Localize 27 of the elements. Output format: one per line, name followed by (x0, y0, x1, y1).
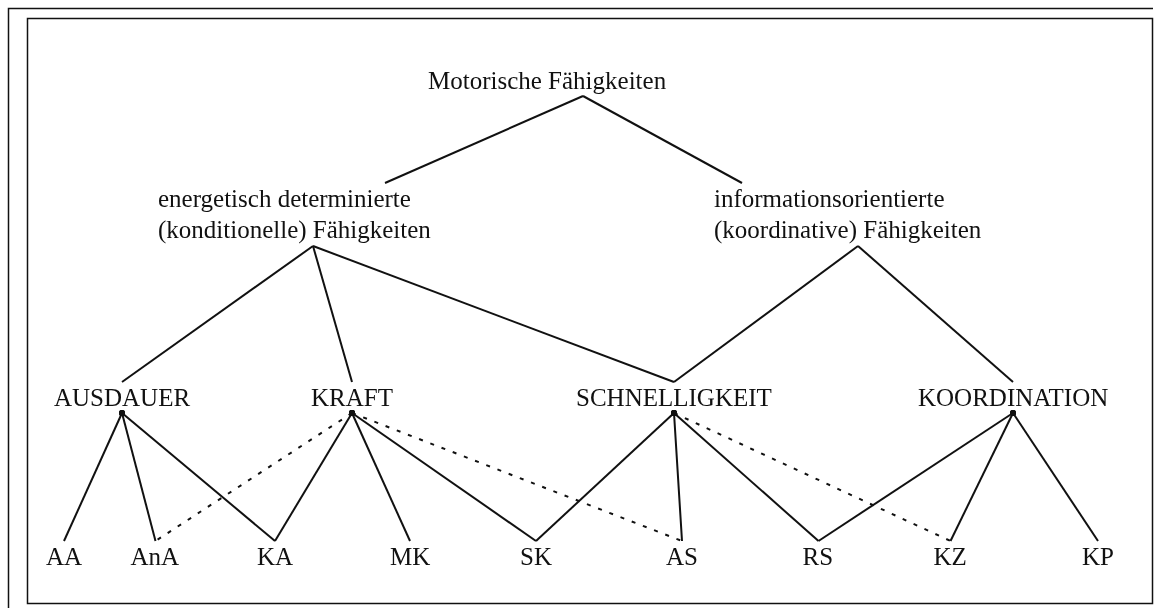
connector-line (673, 245, 859, 383)
connector-line (312, 245, 675, 383)
node-label: KOORDINATION (918, 382, 1109, 414)
connector-line (1010, 410, 1099, 542)
node-label: MK (390, 541, 431, 573)
node-label: Motorische Fähigkeiten (428, 65, 667, 97)
node-label: AnA (130, 541, 180, 573)
connector-line (857, 245, 1014, 383)
connector-line (384, 95, 584, 184)
node-label: AS (666, 541, 698, 573)
node-label: informationsorientierte (koordinative) Fähigkeiten (714, 183, 1024, 246)
connector-line (582, 95, 743, 184)
node-label: RS (802, 541, 834, 573)
node-label: energetisch determinierte (konditionelle) Fähigkeiten (158, 183, 468, 246)
connector-line (121, 245, 314, 383)
node-label: KA (257, 541, 294, 573)
connector-line (312, 245, 353, 383)
node-label: SCHNELLIGKEIT (576, 382, 772, 414)
node-label: KRAFT (311, 382, 393, 414)
connector-line (119, 410, 276, 542)
node-label: AUSDAUER (54, 382, 191, 414)
node-label: SK (520, 541, 552, 573)
dashed-line (349, 410, 683, 542)
node-label: KZ (933, 541, 967, 573)
node-label: KP (1082, 541, 1114, 573)
dashed-line (671, 410, 952, 542)
node-label: AA (46, 541, 83, 573)
